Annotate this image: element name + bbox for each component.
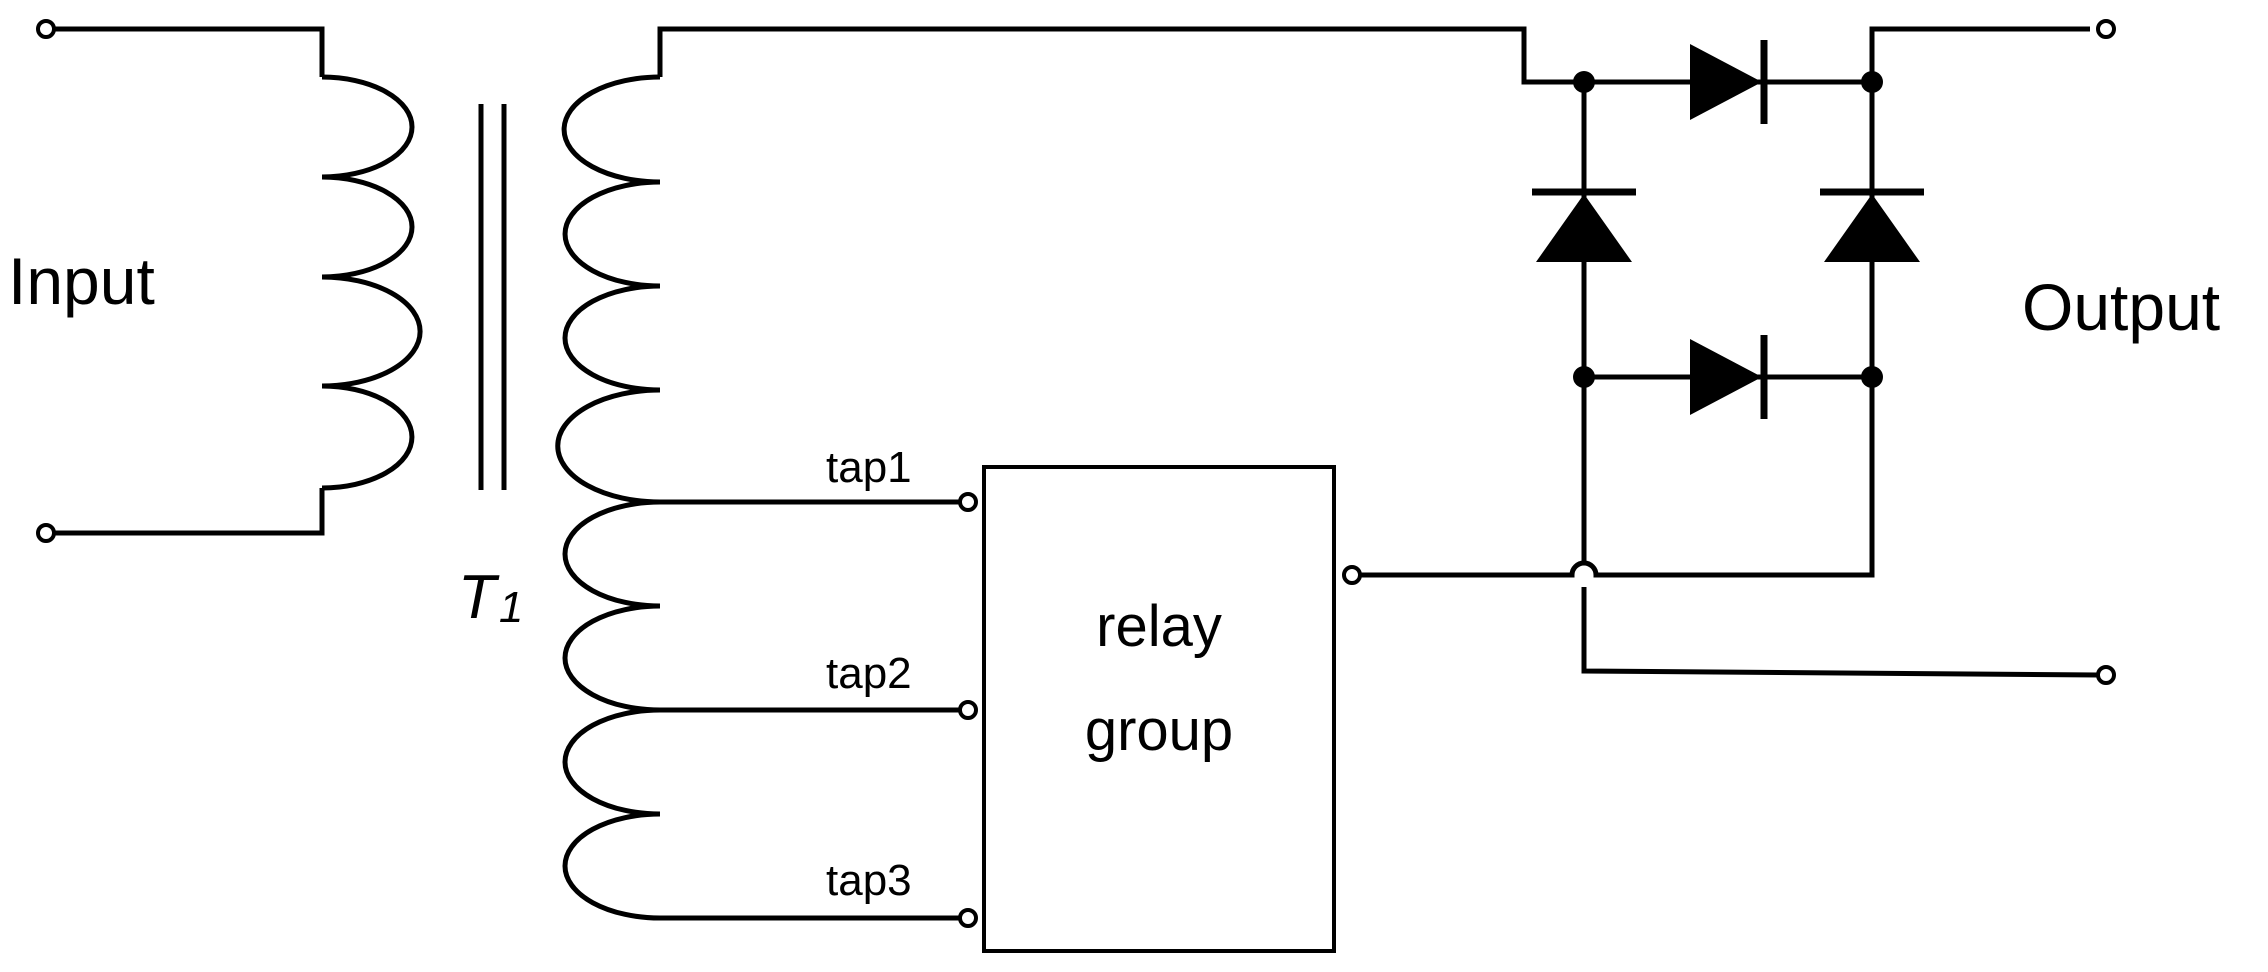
secondary-circuit [555, 26, 1584, 921]
input-terminal-top [36, 19, 56, 39]
junction-top-left [1573, 71, 1595, 93]
input-wire-bottom [54, 488, 325, 536]
secondary-top-wire [657, 26, 1584, 85]
tap3-terminal [958, 908, 978, 928]
output-terminal-bottom [2096, 665, 2116, 685]
tap2-terminal [958, 700, 978, 720]
relay-label-line2: group [1085, 698, 1233, 763]
junction-mid-left [1573, 366, 1595, 388]
junction-top-right [1861, 71, 1883, 93]
transformer-core: T1 [458, 104, 523, 632]
input-circuit: Input [8, 19, 423, 543]
input-wire-top [54, 26, 325, 77]
diode-top [1690, 40, 1768, 124]
tap3-label: tap3 [826, 856, 912, 905]
tap2-label: tap2 [826, 649, 912, 698]
relay-output-terminal [1342, 565, 1362, 585]
input-label: Input [8, 244, 155, 318]
relay-group-box [982, 465, 1336, 953]
taps: tap1 tap2 tap3 [660, 443, 978, 928]
input-terminal-bottom [36, 523, 56, 543]
diode-middle [1690, 335, 1768, 419]
secondary-winding [555, 74, 661, 921]
tap1-terminal [958, 492, 978, 512]
output-top-wire [1869, 26, 2090, 82]
transformer-label: T1 [458, 563, 523, 632]
diode-right [1820, 188, 1924, 262]
bridge-left-return [1581, 587, 2099, 678]
output-terminal-top [2096, 19, 2116, 39]
relay-group: relay group [982, 377, 1875, 953]
relay-output-wire [1360, 377, 1875, 578]
tap1-label: tap1 [826, 443, 912, 492]
relay-label-line1: relay [1096, 594, 1222, 659]
primary-winding [321, 74, 423, 491]
junction-mid-right [1861, 366, 1883, 388]
diode-left [1532, 188, 1636, 262]
output-circuit: Output [2022, 19, 2220, 685]
bridge-rectifier [1532, 26, 2099, 678]
output-label: Output [2022, 270, 2220, 344]
